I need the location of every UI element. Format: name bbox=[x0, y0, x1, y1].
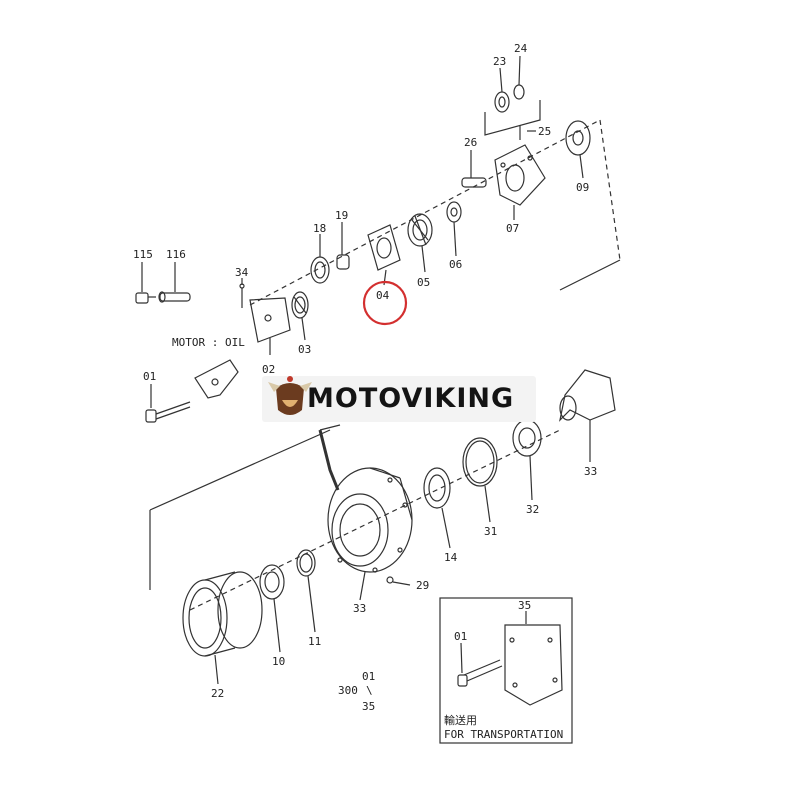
assembly-range-sep: \ bbox=[366, 684, 373, 697]
part-label: 34 bbox=[235, 266, 249, 279]
part-label: 33 bbox=[584, 465, 597, 478]
part-22-ring-gear bbox=[182, 571, 263, 657]
part-label: 33 bbox=[353, 602, 366, 615]
part-label: 06 bbox=[449, 258, 462, 271]
part-label: 25 bbox=[538, 125, 551, 138]
leader-09 bbox=[579, 154, 584, 179]
lower-axis-line bbox=[189, 429, 561, 611]
motor-oil-fitting bbox=[194, 359, 239, 399]
part-09-thrust-plate bbox=[565, 120, 591, 156]
left-bracket-top bbox=[149, 429, 331, 511]
part-number-labels: 115 116 34 18 19 02 03 04 05 06 07 09 23… bbox=[133, 42, 597, 700]
part-label: 26 bbox=[464, 136, 477, 149]
drain-hose bbox=[318, 424, 341, 491]
part-02-plate bbox=[249, 297, 291, 343]
part-116-pin bbox=[158, 291, 191, 303]
part-label: 29 bbox=[416, 579, 429, 592]
part-label: 32 bbox=[526, 503, 539, 516]
part-03-bearing bbox=[291, 291, 309, 319]
transportation-inset bbox=[439, 597, 573, 744]
upper-axis-line bbox=[249, 119, 601, 306]
transport-note-en: FOR TRANSPORTATION bbox=[444, 728, 563, 741]
part-01-bolt bbox=[145, 401, 191, 423]
part-label: 18 bbox=[313, 222, 326, 235]
part-label: 23 bbox=[493, 55, 506, 68]
part-34-pin bbox=[239, 283, 245, 308]
part-115-bolt bbox=[135, 292, 156, 304]
part-label: 07 bbox=[506, 222, 519, 235]
part-label: 02 bbox=[262, 363, 275, 376]
leader-31 bbox=[484, 485, 491, 523]
part-19-needle-bearing bbox=[336, 254, 350, 270]
part-01-transport-bolt bbox=[457, 659, 503, 687]
part-18-gear bbox=[310, 256, 330, 284]
part-32-seal bbox=[512, 419, 542, 457]
leader-01-transport bbox=[460, 642, 463, 674]
leader-33-housing bbox=[359, 571, 366, 601]
leader-14 bbox=[441, 507, 451, 549]
part-label: 35 bbox=[518, 599, 531, 612]
assembly-range-note: 300 01 \ 35 bbox=[338, 670, 375, 713]
part-33-output-shaft bbox=[559, 369, 616, 422]
part-label: 19 bbox=[335, 209, 348, 222]
leader-05 bbox=[421, 245, 426, 273]
leader-03 bbox=[301, 317, 306, 341]
bracket-line bbox=[559, 259, 621, 291]
part-35-cover-plate bbox=[504, 624, 563, 706]
part-23-gear bbox=[494, 91, 510, 113]
part-label: 04 bbox=[376, 289, 390, 302]
part-label: 116 bbox=[166, 248, 186, 261]
part-label: 05 bbox=[417, 276, 430, 289]
part-07-carrier bbox=[494, 144, 546, 206]
leader-23 bbox=[499, 67, 503, 93]
part-label: 24 bbox=[514, 42, 528, 55]
transport-note-jp: 輸送用 bbox=[444, 713, 477, 727]
brand-name: MOTOVIKING bbox=[307, 383, 515, 414]
part-04-carrier bbox=[367, 224, 401, 271]
leader-24 bbox=[518, 55, 521, 86]
part-11-ring bbox=[296, 549, 316, 577]
part-label: 03 bbox=[298, 343, 311, 356]
part-04-highlight-circle bbox=[362, 280, 408, 326]
part-31-o-ring bbox=[462, 437, 498, 487]
part-label: 10 bbox=[272, 655, 285, 668]
part-10-seal bbox=[259, 564, 285, 600]
part-label: 09 bbox=[576, 181, 589, 194]
part-label: 14 bbox=[444, 551, 458, 564]
part-label: 11 bbox=[308, 635, 321, 648]
assembly-range-to: 35 bbox=[362, 700, 375, 713]
part-05-gear bbox=[407, 213, 433, 247]
part-label: 22 bbox=[211, 687, 224, 700]
part-26-pin bbox=[461, 177, 487, 188]
part-29-plug bbox=[386, 576, 411, 586]
leader-32 bbox=[529, 455, 533, 501]
assembly-range-prefix: 300 bbox=[338, 684, 358, 697]
part-33-housing bbox=[327, 467, 413, 573]
part-label: 01 bbox=[143, 370, 156, 383]
leader-06 bbox=[453, 221, 457, 257]
part-label: 115 bbox=[133, 248, 153, 261]
bracket-line-right bbox=[599, 119, 621, 261]
leader-22 bbox=[214, 654, 219, 685]
leader-11 bbox=[307, 575, 316, 633]
subassembly-bracket bbox=[484, 100, 541, 136]
motor-oil-note: MOTOR : OIL bbox=[172, 336, 245, 349]
assembly-range-from: 01 bbox=[362, 670, 375, 683]
part-14-bearing bbox=[423, 467, 451, 509]
part-label: 31 bbox=[484, 525, 497, 538]
part-label: 01 bbox=[454, 630, 467, 643]
part-24-washer bbox=[513, 84, 525, 100]
part-06-washer bbox=[446, 201, 462, 223]
leader-10 bbox=[273, 598, 281, 653]
